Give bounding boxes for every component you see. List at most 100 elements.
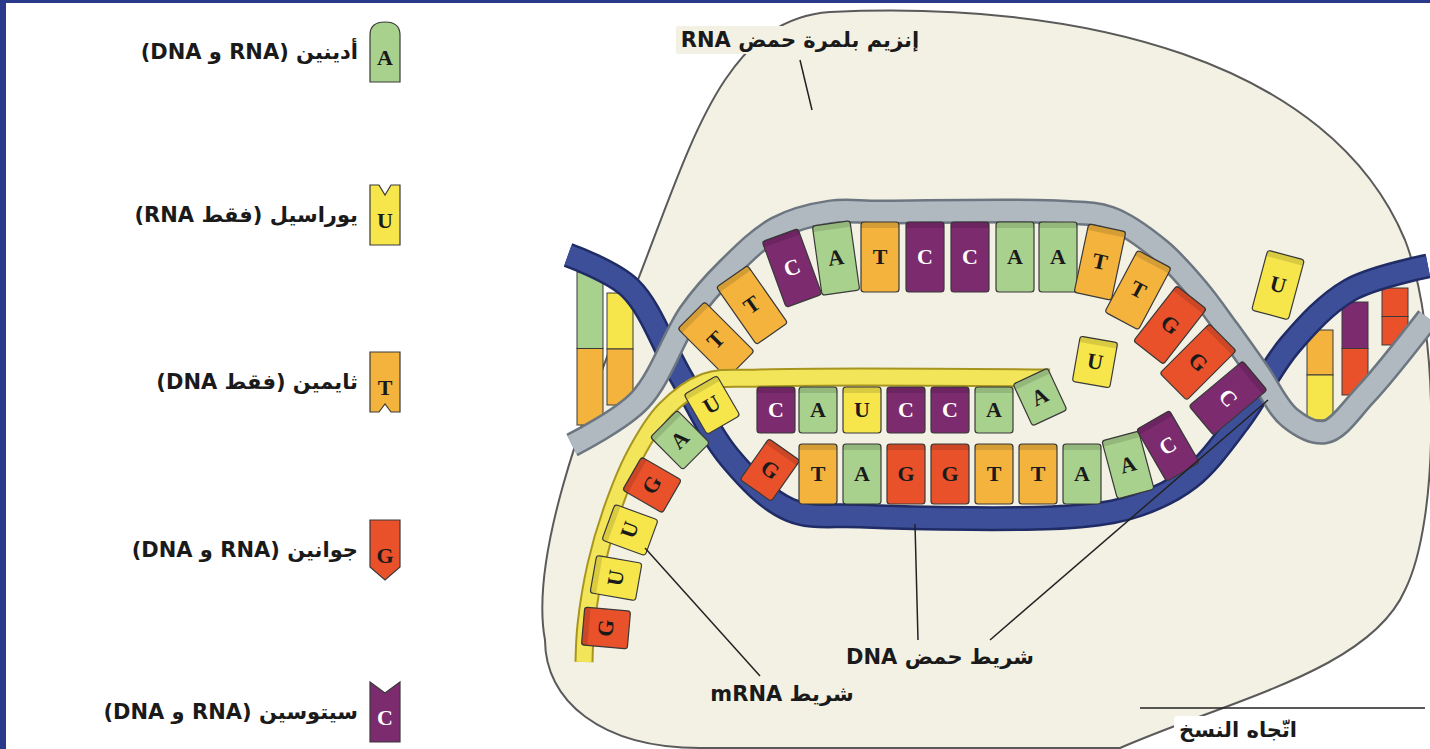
part-name: إنزيم بلمرة حمض RNA [676, 26, 924, 54]
dna-bases [678, 221, 1267, 504]
base-shade [1137, 411, 1173, 435]
base-shade [996, 222, 1034, 228]
nucleotide [951, 222, 989, 292]
base-letter: A [1050, 246, 1066, 268]
base-shape [762, 229, 822, 308]
base-letter: C [942, 399, 958, 421]
nucleotide [931, 387, 969, 433]
base-shape [1013, 368, 1067, 426]
nucleotide [757, 387, 795, 433]
base-shade [812, 221, 850, 232]
base-shade [887, 444, 925, 450]
base-shape [1137, 411, 1200, 482]
base-shape [975, 444, 1013, 504]
swatch-shape [370, 520, 400, 580]
base-shade [887, 387, 925, 393]
nucleotide [799, 387, 837, 433]
base-shape [799, 387, 837, 433]
base-shade [1087, 224, 1125, 238]
base-shape [1252, 250, 1305, 320]
base-shape [650, 410, 709, 469]
strand-body [572, 211, 1428, 445]
base-shade [1102, 431, 1140, 447]
nucleotide [887, 444, 925, 504]
base-letter: A [810, 399, 826, 421]
base-shape [1382, 288, 1408, 317]
enzyme-outline [542, 11, 1430, 748]
base-shape [843, 444, 881, 504]
dna-strand [572, 211, 1428, 445]
nucleotide [1013, 368, 1067, 426]
mrna-backbone [584, 377, 1050, 662]
strand-edge [572, 211, 1428, 445]
base-shape [906, 222, 944, 292]
base-shade [1135, 250, 1171, 273]
base-shape [1072, 336, 1117, 388]
base-shade [861, 222, 899, 228]
base-letter: A [986, 399, 1002, 421]
base-shape [577, 349, 603, 426]
leader-line [800, 60, 812, 110]
base-shade [757, 387, 795, 393]
base-shade [678, 302, 709, 333]
base-shape [623, 457, 682, 513]
base-shape [812, 221, 859, 296]
leader-line [645, 548, 760, 676]
nucleotide [843, 444, 881, 504]
base-letter: U [854, 399, 870, 421]
base-shape [602, 504, 658, 555]
base-shade [975, 387, 1013, 393]
nucleotide [843, 387, 881, 433]
base-shade [931, 444, 969, 450]
swatch-shape [370, 22, 400, 82]
base-shape [931, 444, 969, 504]
swatch-shape [370, 682, 400, 742]
nucleotide [812, 221, 859, 296]
base-letter: C [898, 399, 914, 421]
part-name: شريط حمض DNA [841, 643, 1039, 671]
base-shape [740, 439, 800, 502]
nucleotide [931, 444, 969, 504]
swatch-letter: T [378, 377, 393, 399]
base-shade [1063, 444, 1101, 450]
nucleotide [1189, 361, 1267, 435]
nucleotide [1039, 222, 1077, 292]
base-shade [590, 555, 603, 593]
base-letter: A [827, 246, 846, 270]
nucleotide [581, 607, 630, 649]
base-letter: G [594, 619, 617, 638]
base-shape [887, 387, 925, 433]
base-shade [1019, 444, 1057, 450]
base-shade [906, 222, 944, 228]
base-shade [602, 504, 621, 542]
base-shade [799, 444, 837, 450]
mrna-strand [584, 377, 1050, 662]
base-shade [1013, 368, 1050, 389]
nucleotide [861, 222, 899, 292]
swatch-letter: U [377, 210, 393, 232]
swatch-shape [370, 352, 400, 412]
nucleotide [906, 222, 944, 292]
nucleotide [1252, 250, 1305, 320]
dna-backbones [568, 211, 1428, 519]
base-shade [931, 387, 969, 393]
nucleotide [602, 504, 658, 555]
nucleotide [590, 555, 642, 600]
base-shape [1039, 222, 1077, 292]
base-shade [951, 222, 989, 228]
base-shape [1307, 375, 1333, 420]
base-shape [1019, 444, 1057, 504]
nucleotide [623, 457, 682, 513]
part-name: شريط mRNA [705, 680, 858, 708]
base-shape [581, 607, 630, 649]
base-shape [1063, 444, 1101, 504]
nucleotide [1137, 411, 1200, 482]
base-letter: G [897, 463, 914, 485]
base-shape [861, 222, 899, 292]
nucleotide [1063, 444, 1101, 504]
base-letter: T [873, 246, 888, 268]
nucleotide [975, 387, 1013, 433]
base-shade [1079, 336, 1117, 349]
base-shape [887, 444, 925, 504]
base-shape [843, 387, 881, 433]
